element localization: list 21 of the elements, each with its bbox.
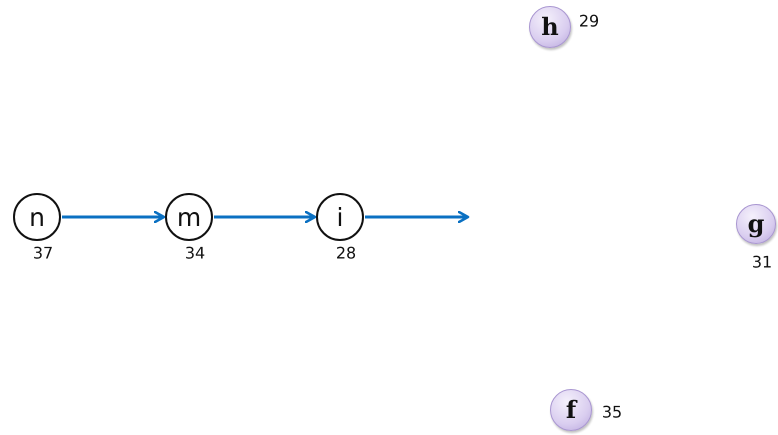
node-circle (165, 193, 213, 241)
arrow (62, 210, 166, 224)
arrow (365, 210, 470, 224)
node-letter: n (29, 204, 45, 230)
node-value: 28 (336, 244, 356, 262)
node-letter: f (566, 398, 576, 422)
node-circle (550, 389, 592, 431)
node-value: 31 (752, 252, 772, 272)
node-value: 29 (578, 12, 600, 30)
node-letter: h (541, 15, 559, 39)
node-circle (13, 193, 61, 241)
node-letter: g (748, 212, 764, 236)
node-circle (529, 6, 571, 48)
node-value: 37 (32, 244, 54, 262)
node-circle (316, 193, 364, 241)
node-value: 35 (602, 402, 622, 422)
node-letter: m (176, 204, 202, 230)
node-circle (736, 204, 776, 244)
node-letter: i (336, 204, 344, 230)
node-value: 34 (184, 244, 206, 262)
arrow (214, 210, 316, 224)
